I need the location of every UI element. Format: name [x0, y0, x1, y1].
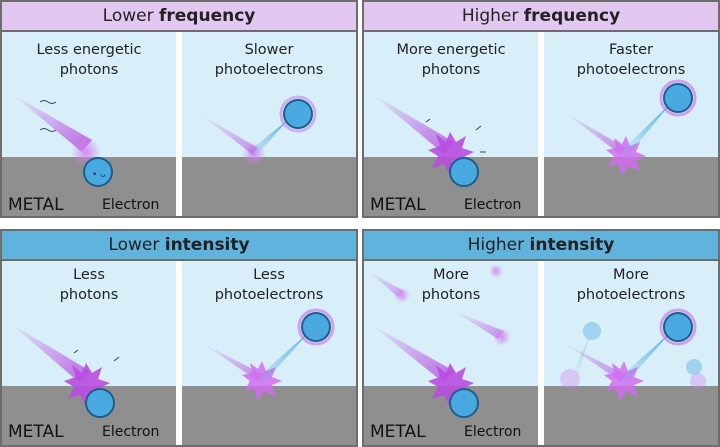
electron-icon: [449, 157, 479, 187]
photon-icon: [12, 94, 92, 152]
metal-label: METAL: [8, 422, 64, 442]
electron-icon: [663, 83, 693, 113]
photon-icon: [489, 264, 503, 278]
panel-title: Lower intensity: [2, 231, 356, 261]
photon-icon: [454, 311, 504, 339]
photon-icon: [200, 114, 258, 154]
photon-icon: [564, 343, 626, 381]
impact-burst-icon: [690, 373, 706, 389]
electron-icon: [620, 102, 672, 158]
illustration: • ᴗ: [12, 94, 317, 187]
photon-icon: [10, 323, 90, 383]
panel-title: Lower frequency: [2, 2, 356, 32]
electron-icon: [618, 331, 672, 385]
metal-label: METAL: [8, 195, 64, 215]
panel-divider: [538, 32, 544, 216]
photon-icon: [372, 94, 454, 154]
electron-icon: [283, 99, 313, 129]
electron-label: Electron: [102, 197, 160, 213]
electron-icon: [686, 359, 702, 375]
photon-icon: [368, 271, 404, 297]
photon-icon: [202, 343, 264, 381]
electron-label: Electron: [102, 424, 160, 440]
electron-icon: [83, 157, 113, 187]
panel-divider: [176, 261, 182, 445]
impact-burst-icon: [560, 369, 580, 389]
photon-icon: [394, 287, 410, 303]
svg-text:• ᴗ: • ᴗ: [92, 170, 106, 180]
metal-label: METAL: [370, 422, 426, 442]
electron-icon: [449, 388, 479, 418]
metal-label: METAL: [370, 195, 426, 215]
panel-divider: [538, 261, 544, 445]
panel-title: Higher intensity: [364, 231, 718, 261]
electron-icon: [583, 322, 601, 340]
panel-title: Higher frequency: [364, 2, 718, 32]
electron-icon: [256, 331, 310, 385]
electron-label: Electron: [464, 197, 522, 213]
photon-icon: [372, 325, 454, 383]
photon-icon: [564, 112, 626, 154]
illustration: [10, 308, 335, 418]
electron-icon: [301, 312, 331, 342]
electron-label: Electron: [464, 424, 522, 440]
illustration: [368, 264, 706, 418]
photon-icon: [493, 328, 511, 346]
electron-icon: [248, 118, 290, 158]
electron-icon: [663, 312, 693, 342]
panel-divider: [176, 32, 182, 216]
illustration: [372, 79, 697, 187]
electron-icon: [85, 388, 115, 418]
